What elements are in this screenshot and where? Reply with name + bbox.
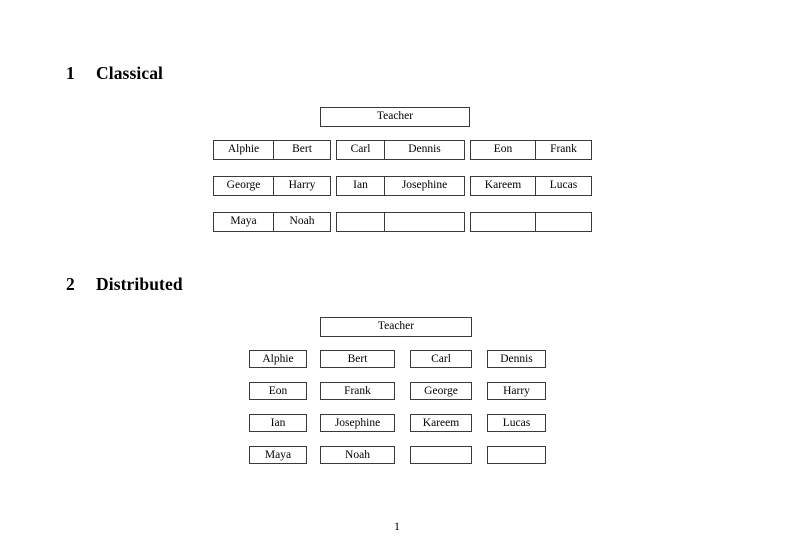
row-spacer bbox=[214, 196, 331, 213]
student-cell: Eon bbox=[470, 140, 536, 160]
student-box: Kareem bbox=[410, 414, 472, 432]
student-box: Carl bbox=[410, 350, 472, 368]
teacher-cell: Teacher bbox=[320, 317, 472, 337]
section-heading-distributed: 2 Distributed bbox=[66, 274, 183, 295]
table-row bbox=[470, 212, 592, 232]
student-cell: Carl bbox=[336, 140, 385, 160]
student-box: Maya bbox=[249, 446, 307, 464]
section-number: 2 bbox=[66, 274, 75, 294]
student-cell-empty bbox=[384, 212, 465, 232]
table-row: Teacher bbox=[320, 317, 472, 337]
row-spacer bbox=[471, 160, 592, 177]
student-box: Josephine bbox=[320, 414, 395, 432]
section-title: Classical bbox=[96, 63, 164, 83]
student-cell-empty bbox=[470, 212, 536, 232]
student-cell: Alphie bbox=[213, 140, 274, 160]
table-row: Alphie Bert bbox=[213, 140, 331, 160]
student-box: Harry bbox=[487, 382, 546, 400]
student-box: Noah bbox=[320, 446, 395, 464]
student-box-empty bbox=[410, 446, 472, 464]
student-box: Ian bbox=[249, 414, 307, 432]
table-row: Kareem Lucas bbox=[470, 176, 592, 196]
classical-group-1: Alphie Bert George Harry Maya Noah bbox=[213, 140, 331, 232]
table-row bbox=[336, 212, 465, 232]
student-box: Bert bbox=[320, 350, 395, 368]
student-cell: Noah bbox=[273, 212, 331, 232]
teacher-box-classical: Teacher bbox=[320, 107, 470, 127]
student-cell: George bbox=[213, 176, 274, 196]
student-box: Eon bbox=[249, 382, 307, 400]
student-cell: Maya bbox=[213, 212, 274, 232]
table-row: George Harry bbox=[213, 176, 331, 196]
table-row: Eon Frank bbox=[470, 140, 592, 160]
section-number: 1 bbox=[66, 63, 75, 83]
row-spacer bbox=[337, 160, 465, 177]
student-cell-empty bbox=[535, 212, 592, 232]
classical-group-3: Eon Frank Kareem Lucas bbox=[470, 140, 592, 232]
classical-group-2: Carl Dennis Ian Josephine bbox=[336, 140, 465, 232]
student-cell: Frank bbox=[535, 140, 592, 160]
teacher-box-distributed: Teacher bbox=[320, 317, 472, 337]
section-heading-classical: 1 Classical bbox=[66, 63, 163, 84]
student-box-empty bbox=[487, 446, 546, 464]
row-spacer bbox=[214, 160, 331, 177]
table-row: Carl Dennis bbox=[336, 140, 465, 160]
row-spacer bbox=[337, 196, 465, 213]
student-box: Lucas bbox=[487, 414, 546, 432]
student-box: Dennis bbox=[487, 350, 546, 368]
student-cell: Lucas bbox=[535, 176, 592, 196]
student-cell: Josephine bbox=[384, 176, 465, 196]
student-cell: Kareem bbox=[470, 176, 536, 196]
row-spacer bbox=[471, 196, 592, 213]
student-box: Alphie bbox=[249, 350, 307, 368]
student-cell: Harry bbox=[273, 176, 331, 196]
student-box: George bbox=[410, 382, 472, 400]
table-row: Maya Noah bbox=[213, 212, 331, 232]
student-cell-empty bbox=[336, 212, 385, 232]
table-row: Ian Josephine bbox=[336, 176, 465, 196]
student-cell: Ian bbox=[336, 176, 385, 196]
teacher-cell: Teacher bbox=[320, 107, 470, 127]
student-cell: Dennis bbox=[384, 140, 465, 160]
student-box: Frank bbox=[320, 382, 395, 400]
table-row: Teacher bbox=[320, 107, 470, 127]
page-number: 1 bbox=[394, 519, 400, 533]
student-cell: Bert bbox=[273, 140, 331, 160]
section-title: Distributed bbox=[96, 274, 183, 294]
